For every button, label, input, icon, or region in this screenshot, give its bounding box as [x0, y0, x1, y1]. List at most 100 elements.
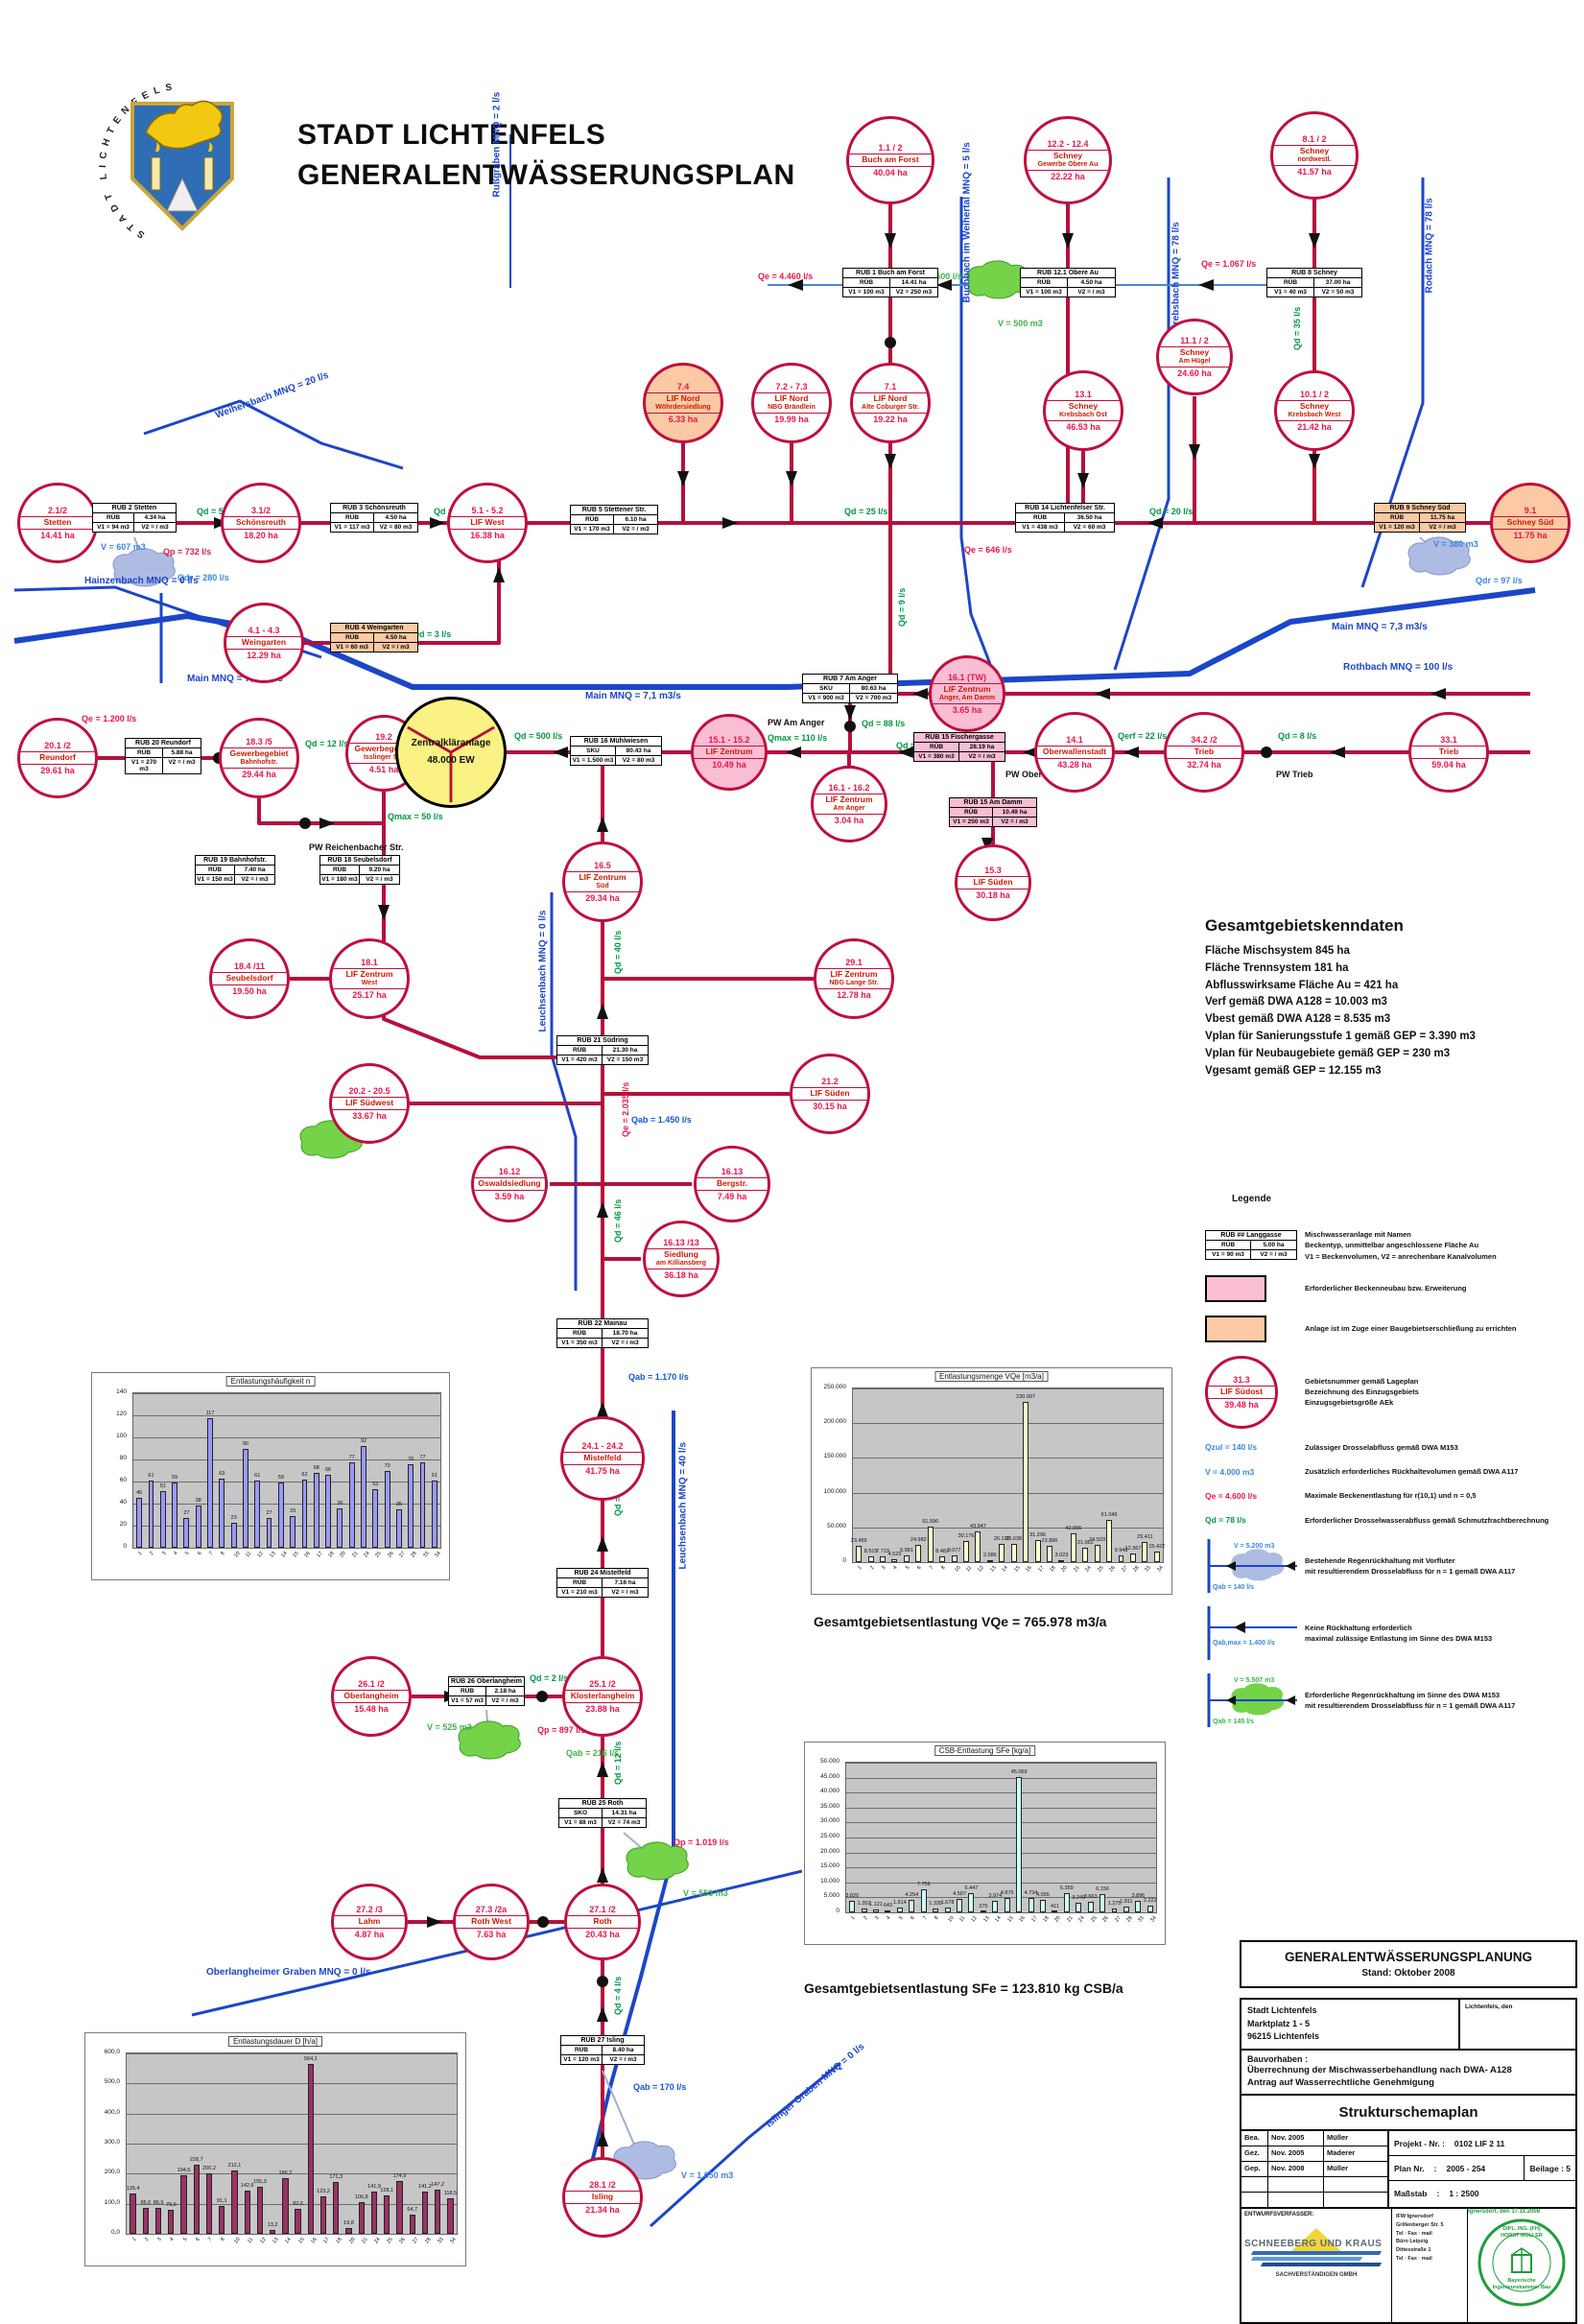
catchment-area: 19.50 ha: [232, 985, 267, 996]
catchment-subname: Am Anger: [833, 804, 865, 812]
catchment-subname: Bahnhofstr.: [240, 758, 278, 766]
bar: [207, 1418, 213, 1548]
plannr-value: 2005 - 254: [1446, 2163, 1486, 2173]
bar: [419, 1462, 426, 1548]
bar-value-label: 61.049: [1100, 1511, 1118, 1518]
titleblock-header: GENERALENTWÄSSERUNGSPLANUNG Stand: Oktob…: [1240, 1940, 1577, 1988]
chart-gridline: [853, 1423, 1163, 1425]
flow-arrow-icon: [597, 1402, 608, 1417]
bar-value-label: 27: [266, 1509, 272, 1516]
bar-value-label: 9.981: [900, 1547, 913, 1553]
bar-value-label: 200,2: [202, 2166, 216, 2172]
chart-gridline: [846, 1852, 1156, 1854]
contact-line: IFW Ignersdorf: [1396, 2214, 1433, 2220]
node-divider: [1277, 419, 1352, 421]
node-divider: [853, 412, 928, 414]
bar-value-label: 142,6: [240, 2183, 254, 2190]
x-tick-label: 15: [1005, 1915, 1015, 1924]
catchment-name: Oswaldsiedlung: [478, 1178, 541, 1189]
kenndaten-line: Abflusswirksame Fläche Au = 421 ha: [1205, 979, 1399, 991]
structure-title: RÜB 5 Stettener Str.: [571, 506, 657, 515]
structure-title: RÜB 18 Seubelsdorf: [320, 856, 399, 866]
y-tick-label: 10.000: [820, 1877, 839, 1885]
catchment-name: Oberwallenstadt: [1042, 747, 1107, 757]
legend-text-line: Bestehende Regenrückhaltung mit Vorflute…: [1305, 1555, 1455, 1565]
structure-title: RÜB 22 Mainau: [557, 1319, 648, 1329]
catchment-id: 4.1 - 4.3: [248, 625, 280, 635]
plant-name: Zentralkläranlage: [411, 738, 491, 748]
y-tick-label: 5.000: [823, 1892, 839, 1900]
bar: [361, 1446, 366, 1548]
bar: [1082, 1547, 1089, 1562]
bar-value-label: 66: [325, 1467, 332, 1474]
flow-label: Rodach MNQ = 78 l/s: [1424, 198, 1435, 294]
x-tick-label: 8: [934, 1915, 940, 1922]
structure-cell: V2 = / m3: [366, 876, 393, 883]
node-divider: [565, 2191, 640, 2193]
legend-value: Qe = 4.600 l/s: [1205, 1490, 1258, 1501]
structure-cell: V1 = 60 m3: [331, 643, 374, 652]
address-line: 96215 Lichtenfels: [1247, 2031, 1320, 2041]
structure-cell: V1 = 150 m3: [196, 875, 235, 884]
x-tick-label: 5: [897, 1915, 905, 1922]
svg-text:V = 5.507 m3: V = 5.507 m3: [1234, 1677, 1274, 1684]
y-tick-label: 40: [119, 1499, 127, 1506]
structure-cell: 4.50 ha: [374, 633, 417, 643]
node-divider: [792, 1087, 867, 1089]
plan-header: STADT LICHTENFELS STADT LICHTENFELS GENE…: [96, 77, 795, 259]
y-tick-label: 300,0: [104, 2139, 120, 2146]
structure-cell: 9.20 ha: [360, 866, 399, 875]
catchment-name: LIF Südwest: [344, 1098, 394, 1108]
catchment-id: 15.3: [984, 865, 1002, 875]
flow-label: Main MNQ = 7,3 m3/s: [1332, 622, 1428, 632]
catchment-id: 18.1: [361, 957, 378, 967]
structure-cell: RÜB: [1206, 1241, 1251, 1251]
catchment-name: Klosterlangheim: [570, 1691, 635, 1701]
structure-cell: SKO: [559, 1809, 603, 1818]
legend-pink-rect: [1205, 1274, 1266, 1302]
x-tick-label: 1: [130, 2237, 138, 2243]
catchment-id: 16.13: [721, 1166, 744, 1176]
flow-arrow-icon: [1309, 454, 1320, 469]
catchment-area: 22.22 ha: [1051, 171, 1085, 181]
legend-value: V = 4.000 m3: [1205, 1466, 1255, 1477]
bar-value-label: 174,9: [392, 2173, 407, 2180]
catchment-subname: nordwestl.: [1297, 155, 1332, 163]
bar: [885, 1910, 891, 1912]
catchment-area: 32.74 ha: [1187, 759, 1221, 770]
catchment-name: LIF Zentrum: [579, 872, 627, 883]
structure-cell: 4.50 ha: [374, 513, 417, 523]
flow-label: Qd = 500 l/s: [514, 731, 563, 741]
catchment-area: 19.99 ha: [774, 414, 809, 424]
structure-title: RÜB 4 Weingarten: [331, 624, 417, 633]
catchment-id: 18.4 /11: [233, 960, 266, 971]
catchment-subname: Wöhrdersiedlung: [655, 403, 711, 411]
structure-cell: RÜB: [557, 1046, 603, 1055]
catchment-id: 27.1 /2: [589, 1904, 616, 1914]
sign-role: Gep.: [1241, 2162, 1268, 2177]
node-divider: [332, 968, 407, 970]
bar: [880, 1556, 887, 1562]
flow-arrow-icon: [844, 705, 856, 721]
structure-cell: V2 = / m3: [168, 759, 196, 766]
flow-label: Main MNQ = 7,1 m3/s: [187, 674, 283, 684]
bar-value-label: 117: [205, 1411, 215, 1417]
bar-value-label: 79,9: [165, 2201, 177, 2208]
